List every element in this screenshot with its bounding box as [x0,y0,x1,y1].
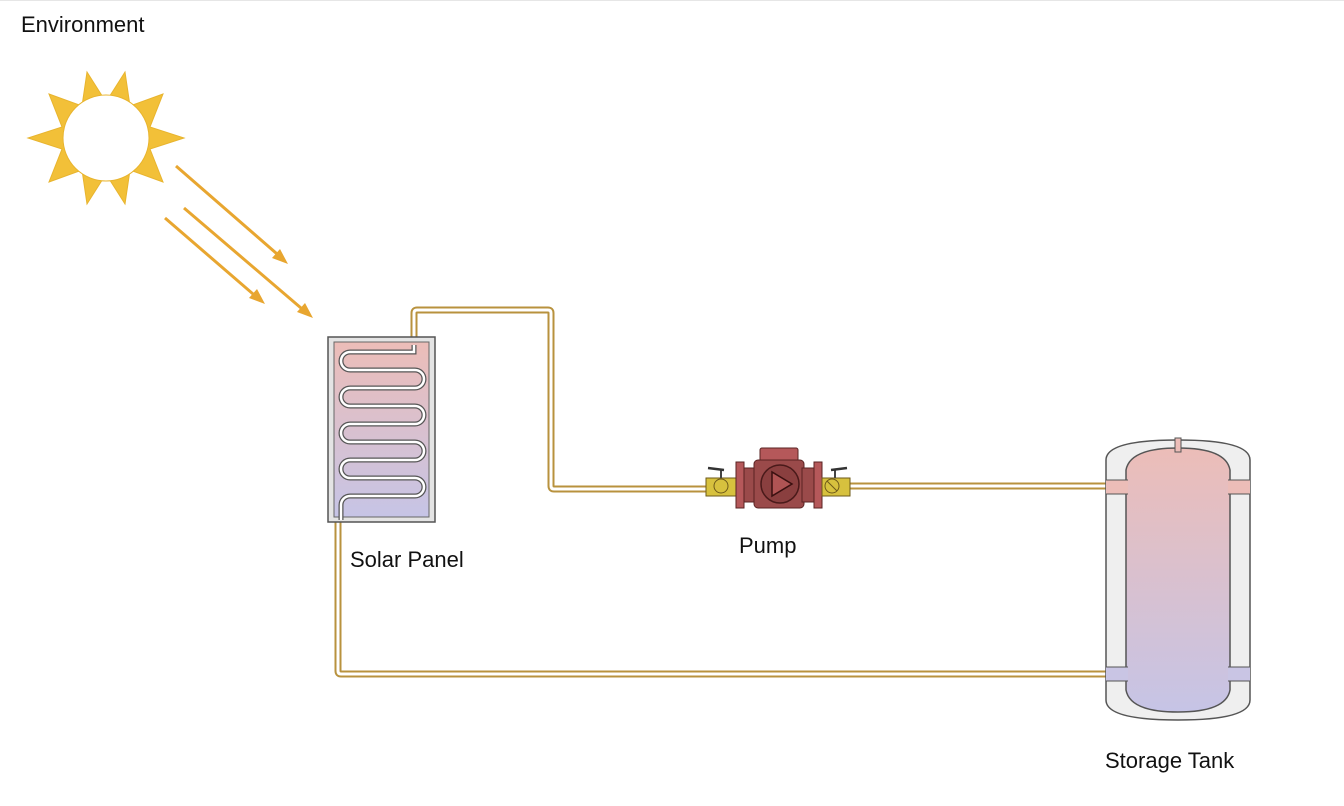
solar-panel-label: Solar Panel [350,547,464,572]
pump-icon [705,447,851,509]
sun-icon [26,70,186,206]
valve-icon [821,466,851,497]
storage-tank-label: Storage Tank [1105,748,1235,773]
top-border [0,0,1344,1]
pump-label: Pump [739,533,797,558]
storage-tank-icon [1105,437,1251,721]
sunlight-arrow-icon [164,164,313,318]
valve-icon [705,466,737,497]
solar-panel-icon [327,336,436,523]
environment-label: Environment [21,12,145,37]
pipe-network [334,306,1108,678]
